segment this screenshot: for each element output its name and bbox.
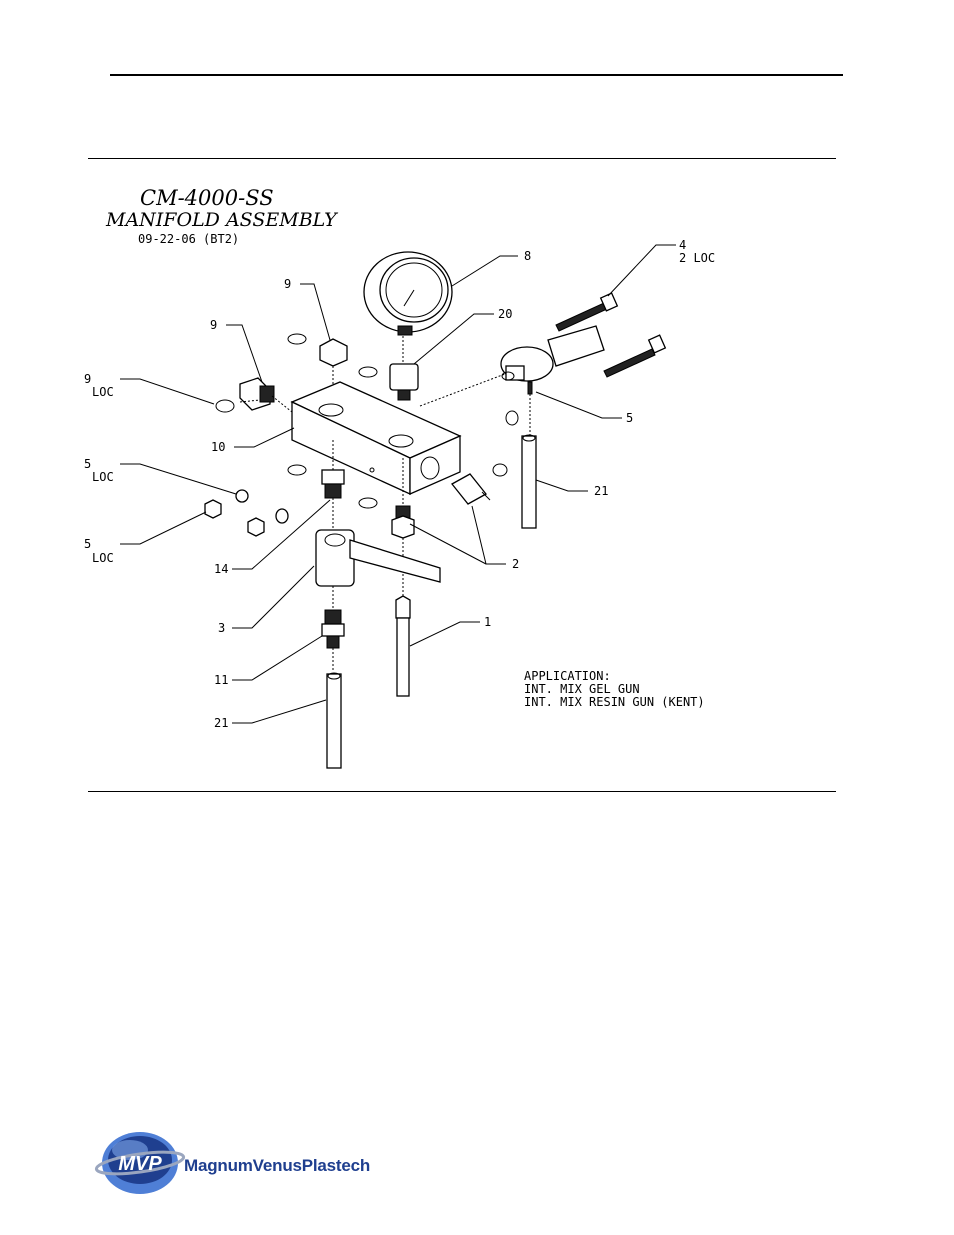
application-heading: APPLICATION: — [524, 669, 611, 683]
application-line-1: INT. MIX GEL GUN — [524, 682, 640, 696]
tube-lower-left — [327, 673, 341, 768]
callout-10: 10 — [211, 440, 225, 454]
check-valve-assembly — [501, 326, 604, 394]
pressure-gauge — [364, 252, 452, 335]
callout-1: 1 — [484, 615, 491, 629]
application-line-2: INT. MIX RESIN GUN (KENT) — [524, 695, 705, 709]
callout-19: 9 — [84, 372, 91, 386]
callout-19-qty: LOC — [92, 385, 114, 399]
callout-15-lower: 5 — [84, 537, 91, 551]
callout-14: 14 — [214, 562, 228, 576]
callout-4-qty: 2 LOC — [679, 251, 715, 265]
mvp-logo-icon: MVP — [95, 1132, 185, 1194]
logo-mark-text: MVP — [118, 1153, 162, 1175]
callout-8: 8 — [524, 249, 531, 263]
company-name: MagnumVenusPlastech — [184, 1156, 370, 1176]
callout-3: 3 — [218, 621, 225, 635]
callout-21-right: 21 — [594, 484, 608, 498]
callout-15-upper: 5 — [84, 457, 91, 471]
plug-fitting-side — [216, 378, 274, 412]
drawing-title: CM-4000-SS — [140, 186, 274, 210]
drawing-subtitle: MANIFOLD ASSEMBLY — [105, 209, 339, 231]
tube-right — [522, 394, 536, 528]
callout-9-side: 9 — [210, 318, 217, 332]
tube-lower-right — [396, 596, 410, 696]
drawing-date: 09-22-06 (BT2) — [138, 232, 239, 246]
callout-5: 5 — [626, 411, 633, 425]
callout-21-lower: 21 — [214, 716, 228, 730]
ball-valve — [316, 530, 440, 610]
callout-20: 20 — [498, 307, 512, 321]
callout-4: 4 — [679, 238, 686, 252]
callout-15-upper-qty: LOC — [92, 470, 114, 484]
callout-2: 2 — [512, 557, 519, 571]
lower-nipple — [322, 610, 344, 672]
callout-11: 11 — [214, 673, 228, 687]
callout-15-lower-qty: LOC — [92, 551, 114, 565]
callout-9-top: 9 — [284, 277, 291, 291]
side-fitting — [452, 474, 490, 504]
adapter-fitting — [359, 336, 418, 400]
